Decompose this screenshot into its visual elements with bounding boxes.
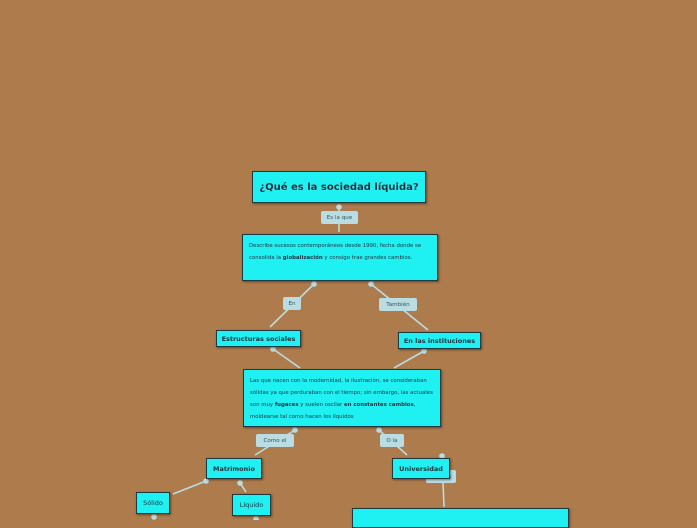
liquido-label: Líquido xyxy=(239,501,264,509)
instituciones-node[interactable]: En las instituciones xyxy=(398,332,481,349)
modernidad-text-2: y suelen oscilar xyxy=(298,402,344,408)
matrimonio-node[interactable]: Matrimonio xyxy=(206,458,262,479)
link-label-como-el: Como el xyxy=(256,434,294,447)
modernidad-text-1: Las que nacen con la modernidad, la ilus… xyxy=(250,378,433,408)
estructuras-sociales-node[interactable]: Estructuras sociales xyxy=(216,330,301,347)
matrimonio-label: Matrimonio xyxy=(213,464,255,473)
central-topic[interactable]: ¿Qué es la sociedad líquida? xyxy=(252,171,426,203)
link-label-o-la: O la xyxy=(380,434,404,447)
description-text-1: Describe sucesos contemporáneos desde 19… xyxy=(249,243,422,261)
description-bold-globalizacion: globalización xyxy=(282,255,323,261)
link-label-en: En xyxy=(283,297,301,310)
link-label-es-la-que: Es la que xyxy=(321,211,358,224)
universidad-label: Universidad xyxy=(399,464,443,473)
modernidad-text-3: , moldearse tal como hacen los líquidos xyxy=(250,402,416,420)
description-node[interactable]: Describe sucesos contemporáneos desde 19… xyxy=(242,234,438,281)
link-label-tambien: También xyxy=(379,298,417,311)
instituciones-label: En las instituciones xyxy=(403,336,476,345)
modernidad-bold-cambios: en constantes cambios xyxy=(343,402,414,408)
universidad-detail-node[interactable] xyxy=(352,508,569,528)
liquido-node[interactable]: Líquido xyxy=(232,494,271,516)
modernidad-bold-fugaces: fugaces xyxy=(274,402,299,408)
description-text-2: y consigo trae grandes cambios. xyxy=(322,255,413,261)
modernidad-node[interactable]: Las que nacen con la modernidad, la ilus… xyxy=(243,369,441,427)
central-topic-label: ¿Qué es la sociedad líquida? xyxy=(259,181,419,193)
solido-node[interactable]: Sólido xyxy=(136,492,170,514)
solido-label: Sólido xyxy=(143,499,163,507)
estructuras-sociales-label: Estructuras sociales xyxy=(221,334,296,343)
universidad-node[interactable]: Universidad xyxy=(392,458,450,479)
